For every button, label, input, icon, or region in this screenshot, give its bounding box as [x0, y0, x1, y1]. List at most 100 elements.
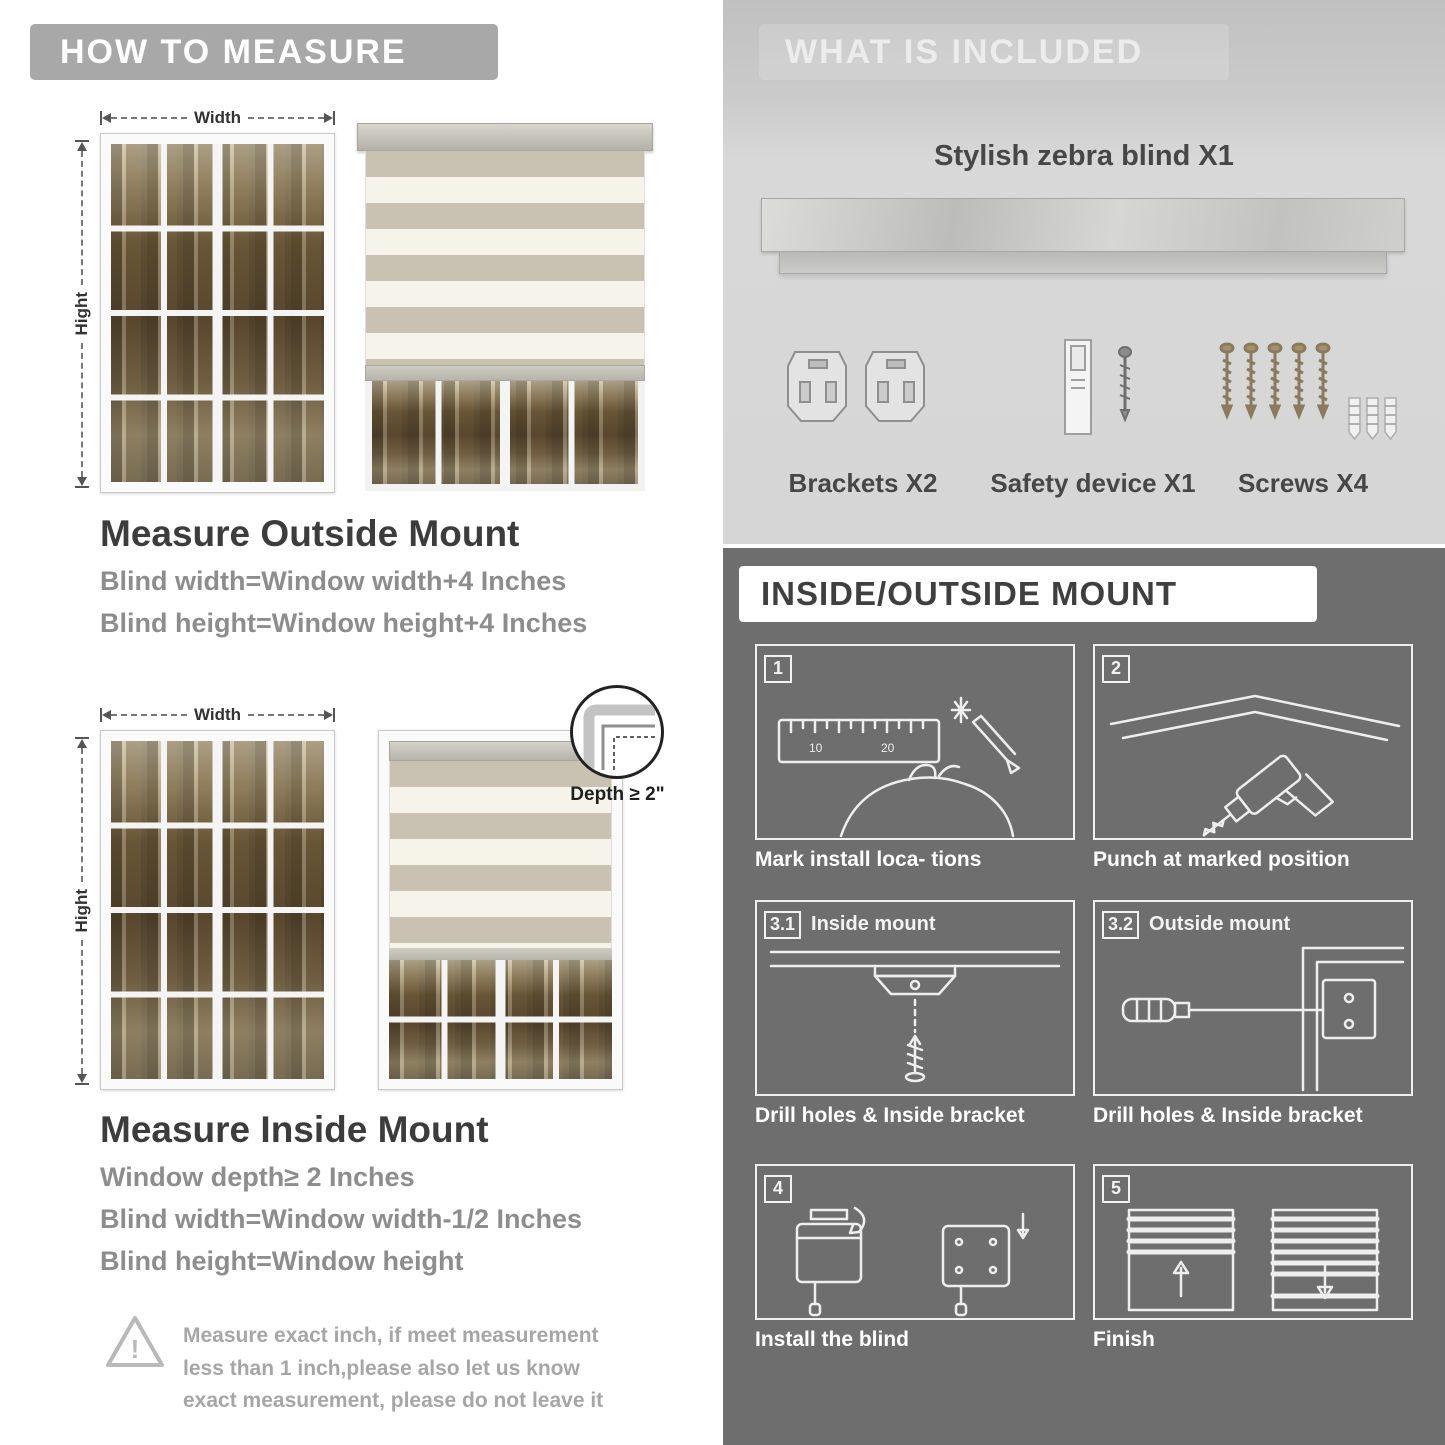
arrow-left-icon: [102, 710, 111, 720]
inside-formula-width: Blind width=Window width-1/2 Inches: [100, 1204, 583, 1234]
step-number-badge: 4: [764, 1174, 792, 1203]
window-photo-inside: [100, 730, 335, 1090]
arrow-dash: [81, 342, 83, 477]
zebra-blind-inside-photo: [378, 730, 623, 1090]
step-number-badge: 2: [1102, 654, 1130, 683]
arrow-left-icon: [102, 113, 111, 123]
brackets-image: [785, 344, 937, 445]
zebra-blind-outside-photo: [357, 123, 653, 491]
step-header: 4: [757, 1166, 1073, 1204]
window-photo-outside: [100, 133, 335, 493]
step-2: 2: [1093, 644, 1413, 872]
step-4: 4: [755, 1164, 1075, 1352]
arrow-tick: [75, 1083, 89, 1085]
step-caption: Drill holes & Inside bracket: [755, 1104, 1025, 1127]
window-muntins: [111, 741, 324, 1079]
svg-text:20: 20: [881, 741, 895, 755]
blind-bottom-rail: [365, 365, 645, 381]
brackets-label: Brackets X2: [788, 468, 938, 498]
blind-stripes: [389, 760, 612, 948]
arrow-tick: [75, 486, 89, 488]
arrow-dash: [81, 748, 83, 883]
arrow-right-icon: [324, 113, 333, 123]
step-caption: Drill holes & Inside bracket: [1093, 1104, 1363, 1127]
step-number-badge: 3.2: [1102, 910, 1140, 939]
arrow-tick: [100, 111, 102, 125]
window-muntins: [389, 959, 612, 1079]
arrow-dash: [248, 714, 324, 716]
window-muntins: [372, 381, 638, 484]
arrow-tick: [333, 708, 335, 722]
window-corner-detail: [583, 704, 655, 770]
step-tag: Inside mount: [811, 913, 936, 935]
blind-title: Stylish zebra blind X1: [934, 140, 1234, 172]
outside-formula-height: Blind height=Window height+4 Inches: [100, 608, 588, 638]
step-number-badge: 1: [764, 654, 792, 683]
arrow-dash: [111, 714, 187, 716]
arrow-dash: [81, 151, 83, 286]
blind-bottom-rail: [389, 947, 612, 960]
height-arrow-inside: Hight: [72, 737, 91, 1085]
step-4-panel: 4: [755, 1164, 1075, 1320]
arrow-tick: [333, 111, 335, 125]
step-1: 1 10 20: [755, 644, 1075, 872]
safety-device-image: [1045, 336, 1157, 445]
arrow-down-icon: [77, 477, 87, 486]
warning-icon: !: [103, 1312, 167, 1377]
zebra-blind-headrail-image: [761, 198, 1405, 274]
step-caption: Install the blind: [755, 1328, 910, 1351]
step-caption: Finish: [1093, 1328, 1155, 1351]
step-header: 1: [757, 646, 1073, 684]
step-caption: Mark install loca- tions: [755, 848, 982, 871]
inside-mount-heading: Measure Inside Mount: [100, 1109, 489, 1150]
window-glass: [111, 741, 324, 1079]
inside-bracket-illustration: [769, 950, 1061, 1083]
arrow-dash: [81, 939, 83, 1074]
blind-cassette: [357, 123, 653, 151]
inside-formula-height: Blind height=Window height: [100, 1246, 464, 1276]
height-label: Hight: [72, 292, 91, 336]
arrow-right-icon: [324, 710, 333, 720]
step-5-panel: 5: [1093, 1164, 1413, 1320]
mark-location-illustration: 10 20: [777, 696, 1021, 838]
mount-instructions-section: INSIDE/OUTSIDE MOUNT 1 10 20: [723, 548, 1445, 1445]
step-number-badge: 5: [1102, 1174, 1130, 1203]
drill-illustration: [1109, 694, 1401, 837]
height-arrow-outside: Hight: [72, 140, 91, 488]
depth-label: Depth ≥ 2": [570, 784, 665, 805]
measure-note: Measure exact inch, if meet measurement …: [183, 1324, 604, 1413]
safety-device-label: Safety device X1: [990, 468, 1196, 498]
width-arrow-inside: Width: [100, 705, 335, 724]
width-arrow-outside: Width: [100, 108, 335, 127]
step-2-panel: 2: [1093, 644, 1413, 840]
outside-formula-width: Blind width=Window width+4 Inches: [100, 566, 567, 596]
outside-bracket-illustration: [1121, 946, 1405, 1092]
window-behind-blind: [365, 381, 645, 491]
mount-banner: INSIDE/OUTSIDE MOUNT: [739, 566, 1317, 622]
install-blind-illustration: [795, 1206, 1030, 1317]
how-to-measure-banner: HOW TO MEASURE: [30, 24, 498, 80]
what-is-included-section: WHAT IS INCLUDED Stylish zebra blind X1: [723, 0, 1445, 544]
depth-detail-circle: [570, 685, 664, 779]
outside-mount-heading: Measure Outside Mount: [100, 513, 520, 554]
arrow-up-icon: [77, 142, 87, 151]
window-muntins: [111, 144, 324, 482]
step-3-2: 3.2 Outside mount: [1093, 900, 1413, 1128]
screws-label: Screws X4: [1237, 468, 1369, 498]
screws-image: [1217, 336, 1403, 453]
arrow-tick: [100, 708, 102, 722]
window-inner: [389, 741, 612, 1079]
how-to-measure-section: HOW TO MEASURE Width Hight Measure Outsi…: [30, 24, 665, 1413]
step-header: 2: [1095, 646, 1411, 684]
step-3-1: 3.1 Inside mount Drill h: [755, 900, 1075, 1128]
headrail-valance: [779, 252, 1387, 274]
step-header: 5: [1095, 1166, 1411, 1204]
finish-illustration: [1126, 1208, 1380, 1312]
svg-text:!: !: [131, 1334, 140, 1364]
window-glass: [372, 381, 638, 484]
width-label: Width: [193, 108, 242, 127]
arrow-tick: [75, 140, 89, 142]
step-3-1-panel: 3.1 Inside mount: [755, 900, 1075, 1096]
window-glass: [111, 144, 324, 482]
